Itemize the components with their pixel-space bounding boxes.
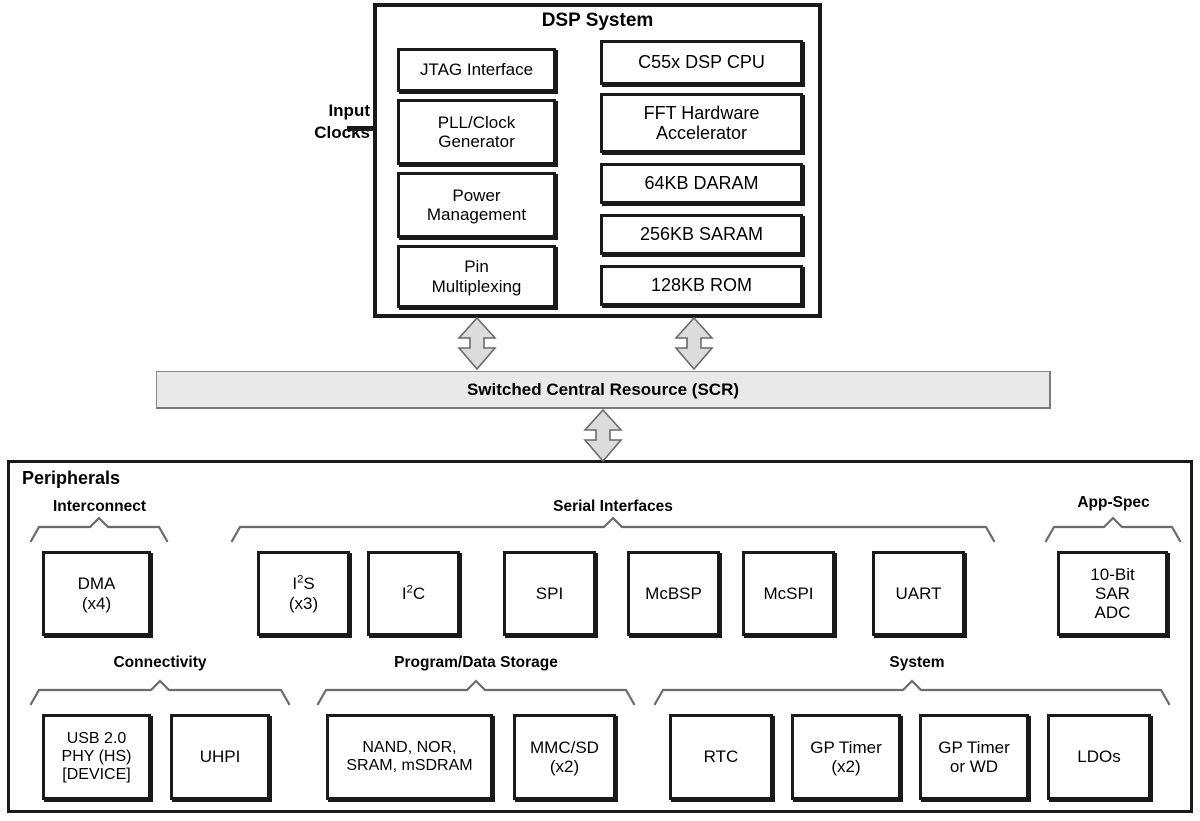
dsp-block-daram: 64KB DARAM [600,163,803,204]
periph-block-mmc-sd-line2: (x2) [549,757,580,776]
group-title-serial-interfaces: Serial Interfaces [553,498,673,515]
group-title-system: System [889,654,945,671]
bus-arrow-dsp-right [674,316,714,371]
periph-block-uhpi-line1: UHPI [199,747,241,767]
dsp-block-rom: 128KB ROM [600,265,803,306]
periph-block-rtc: RTC [669,714,773,800]
dsp-block-fft: FFT Hardware Accelerator [600,93,803,153]
periph-block-gptimer-line2: (x2) [831,757,861,776]
dsp-block-fft-label: FFT Hardware Accelerator [643,102,760,143]
periph-block-dma-line1: DMA [77,574,116,594]
periph-block-sar-adc-line1: 10-Bit [1090,564,1135,584]
periph-block-usb-line1: USB 2.0 [66,730,127,748]
dsp-block-pll: PLL/Clock Generator [397,99,556,165]
periph-block-i2s-line1: I2S [292,573,315,594]
periph-block-usb-line3: [DEVICE] [62,765,131,783]
dsp-block-jtag: JTAG Interface [397,48,556,92]
scr-bar: Switched Central Resource (SCR) [156,371,1051,409]
dsp-block-pll-label: PLL/Clock Generator [437,112,516,151]
periph-block-gptimer-line1: GP Timer [810,737,882,757]
periph-block-uart: UART [872,551,965,636]
group-title-app-spec: App-Spec [1077,494,1150,511]
dsp-block-pinmux-label: Pin Multiplexing [431,257,522,296]
dsp-block-jtag-label: JTAG Interface [419,60,534,80]
periph-block-sar-adc: 10-Bit SAR ADC [1057,551,1168,636]
periph-block-uart-line1: UART [895,583,942,603]
periph-block-dma: DMA (x4) [42,551,151,636]
dsp-block-power: Power Management [397,172,556,238]
arrow-right-icon [347,126,387,131]
peripherals-title: Peripherals [22,468,121,488]
periph-block-ldos-line1: LDOs [1077,747,1121,767]
periph-block-i2c-line1: I2C [401,583,426,603]
periph-block-gptimer-wd-line2: or WD [949,757,999,776]
periph-block-i2s: I2S (x3) [257,551,350,636]
periph-block-mcspi: McSPI [742,551,835,636]
input-clocks-line2: Clocks [314,122,370,142]
periph-block-mmc-sd: MMC/SD (x2) [513,714,616,800]
dsp-block-saram: 256KB SARAM [600,214,803,255]
dsp-system-title: DSP System [541,10,654,31]
dsp-block-cpu-label: C55x DSP CPU [638,52,765,73]
bus-arrow-dsp-left [457,316,497,371]
periph-block-dma-line2: (x4) [81,593,112,613]
dsp-block-saram-label: 256KB SARAM [639,224,764,245]
input-clocks-line1: Input [328,101,370,120]
periph-block-gptimer-wd: GP Timer or WD [919,714,1029,800]
group-title-program-data-storage: Program/Data Storage [394,654,558,671]
periph-block-sar-adc-line3: ADC [1094,603,1131,623]
periph-block-sar-adc-line2: SAR [1095,583,1130,603]
dsp-block-daram-label: 64KB DARAM [644,173,759,194]
periph-block-mcspi-line1: McSPI [763,583,814,603]
dsp-block-pinmux: Pin Multiplexing [397,245,556,308]
dsp-block-power-label: Power Management [426,185,527,224]
periph-block-usb-line2: PHY (HS) [61,748,132,766]
periph-block-mcbsp: McBSP [627,551,720,636]
periph-block-rtc-line1: RTC [703,747,739,767]
dsp-block-cpu: C55x DSP CPU [600,40,803,85]
periph-block-mcbsp-line1: McBSP [645,583,702,603]
periph-block-nand-nor: NAND, NOR, SRAM, mSDRAM [326,714,493,800]
periph-block-gptimer-wd-line1: GP Timer [938,737,1010,757]
bus-arrow-scr-peripherals [583,408,623,463]
dsp-block-rom-label: 128KB ROM [650,275,753,296]
periph-block-gptimer: GP Timer (x2) [791,714,901,800]
periph-block-spi: SPI [503,551,596,636]
periph-block-mmc-sd-line1: MMC/SD [530,737,599,757]
periph-block-spi-line1: SPI [535,583,564,603]
periph-block-i2s-line2: (x3) [288,593,319,613]
periph-block-nand-nor-line1: NAND, NOR, [362,739,457,757]
periph-block-ldos: LDOs [1047,714,1151,800]
group-title-connectivity: Connectivity [113,654,207,671]
periph-block-uhpi: UHPI [170,714,270,800]
periph-block-i2c: I2C [367,551,460,636]
scr-label: Switched Central Resource (SCR) [466,379,740,399]
periph-block-usb: USB 2.0 PHY (HS) [DEVICE] [42,714,151,800]
group-title-interconnect: Interconnect [52,498,146,515]
input-clocks-label: Input Clocks [258,100,370,144]
periph-block-nand-nor-line2: SRAM, mSDRAM [346,757,473,774]
